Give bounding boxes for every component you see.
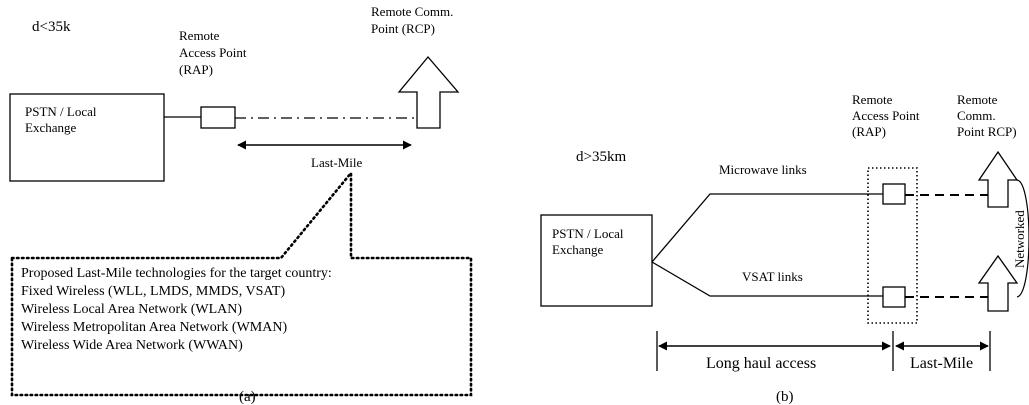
rap-box-top <box>882 183 906 205</box>
rcp-label-line2: Comm. <box>957 108 996 123</box>
long-haul-label: Long haul access <box>706 355 816 372</box>
pstn-label-line2: Exchange <box>552 242 603 257</box>
rap-label-line3: (RAP) <box>179 62 213 77</box>
rcp-house-icon <box>397 55 460 129</box>
rap-label-line2: Access Point <box>852 108 920 123</box>
networked-label: Networked <box>1012 210 1027 268</box>
rap-box <box>200 106 236 129</box>
vsat-label: VSAT links <box>742 269 803 284</box>
rap-label-line3: (RAP) <box>852 124 886 139</box>
rcp-label-line3: Point RCP) <box>957 124 1017 139</box>
rap-label-line2: Access Point <box>179 45 247 60</box>
distance-label: d>35km <box>576 149 626 165</box>
panel-a: d<35k PSTN / Local Exchange Remote Acces… <box>9 4 473 405</box>
callout-line-4: Wireless Metropolitan Area Network (WMAN… <box>21 320 287 335</box>
rap-box-bottom <box>882 286 906 308</box>
caption-b: (b) <box>776 389 794 405</box>
rcp-label-line1: Remote <box>957 92 998 107</box>
rcp-house-icon-bottom <box>977 254 1019 312</box>
last-mile-label: Last-Mile <box>311 155 362 170</box>
pstn-label-line2: Exchange <box>25 120 76 135</box>
pstn-label-line1: PSTN / Local <box>552 226 624 241</box>
microwave-link <box>651 193 883 263</box>
pstn-label-line1: PSTN / Local <box>25 104 97 119</box>
last-mile-label: Last-Mile <box>910 355 973 372</box>
distance-label: d<35k <box>32 19 71 35</box>
callout-line-3: Wireless Local Area Network (WLAN) <box>21 302 242 317</box>
panel-b: d>35km PSTN / Local Exchange Microwave l… <box>540 92 1029 405</box>
caption-a: (a) <box>239 389 256 405</box>
rap-group-outline <box>867 167 918 324</box>
rcp-house-icon-top <box>977 150 1019 208</box>
vsat-link <box>651 261 883 297</box>
pstn-box <box>540 214 653 307</box>
callout-outline <box>10 169 473 397</box>
callout-line-5: Wireless Wide Area Network (WWAN) <box>21 338 243 353</box>
callout-line-1: Proposed Last-Mile technologies for the … <box>21 266 332 281</box>
rcp-label-line1: Remote Comm. <box>371 4 453 19</box>
pstn-box <box>9 93 165 182</box>
callout-line-2: Fixed Wireless (WLL, LMDS, MMDS, VSAT) <box>21 284 285 299</box>
rap-label-line1: Remote <box>852 92 893 107</box>
rcp-label-line2: Point (RCP) <box>371 21 435 36</box>
microwave-label: Microwave links <box>719 162 807 177</box>
rap-label-line1: Remote <box>179 28 220 43</box>
